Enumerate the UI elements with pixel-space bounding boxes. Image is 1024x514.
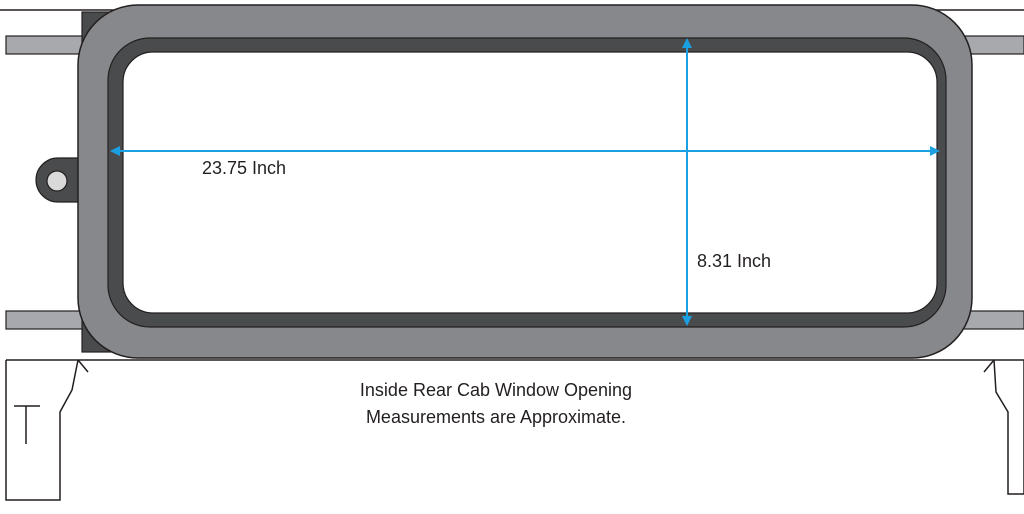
caption-line-1: Inside Rear Cab Window Opening (359, 380, 633, 400)
caption-line-2: Measurements are Approximate. (365, 407, 627, 427)
diagram-caption: Inside Rear Cab Window Opening Measureme… (296, 377, 696, 431)
window-frame (77, 4, 973, 359)
width-measurement-label: 23.75 Inch (202, 158, 287, 178)
cab-body-outline (5, 359, 1024, 501)
height-measurement-label: 8.31 Inch (697, 251, 772, 271)
